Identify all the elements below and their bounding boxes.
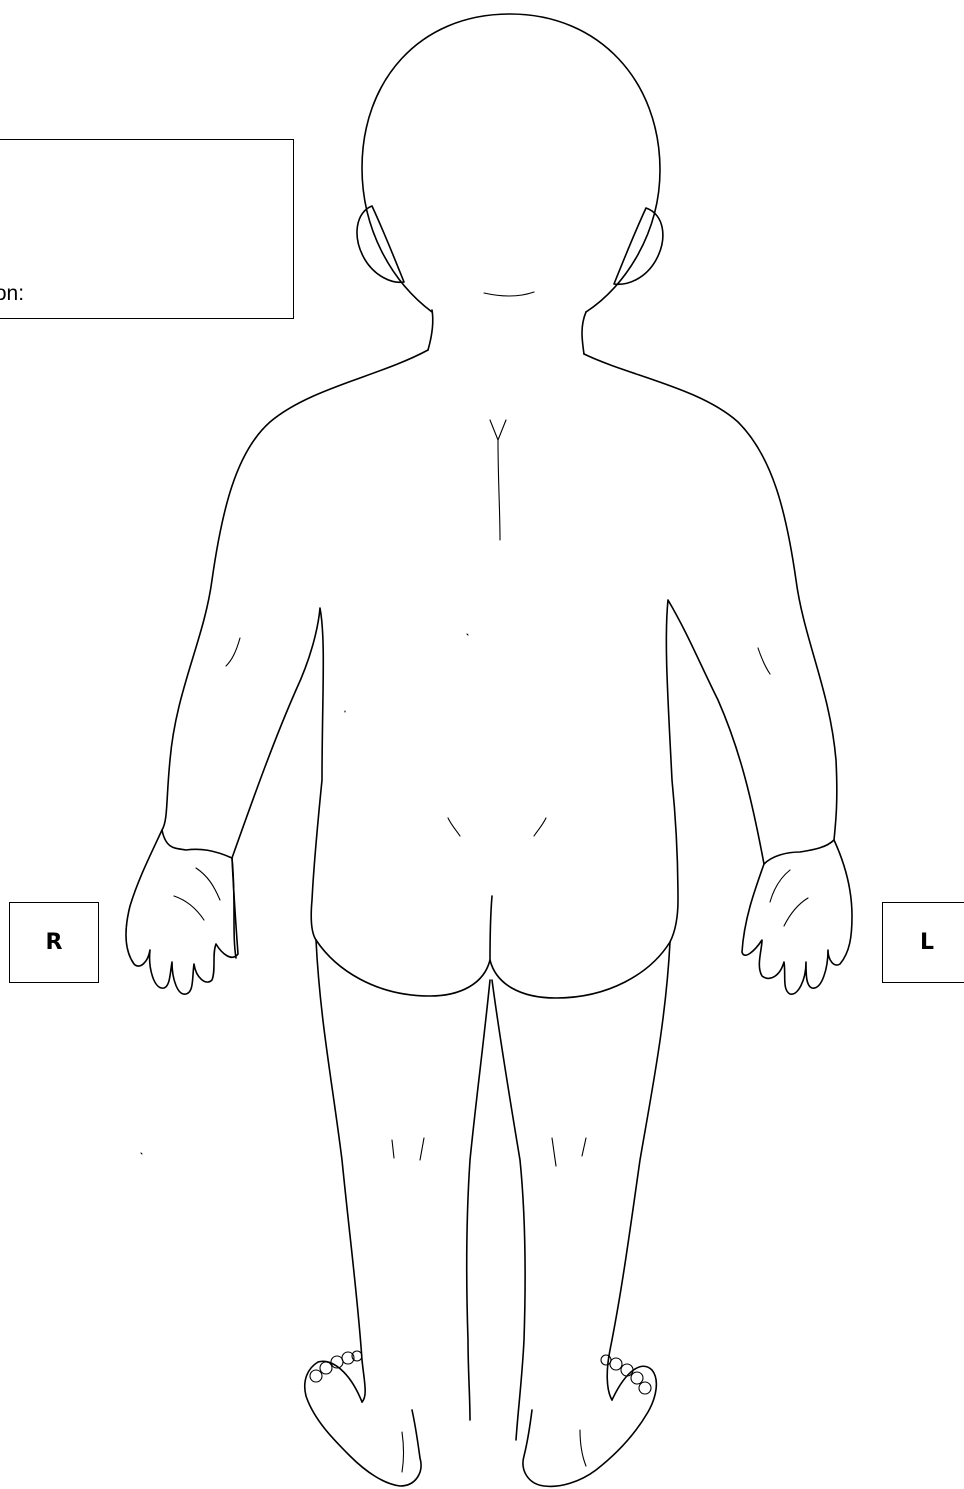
right-hand-palm-lines — [174, 868, 220, 920]
nape-line — [484, 292, 534, 296]
right-knee-crease-1 — [392, 1140, 394, 1158]
left-toe-3 — [621, 1364, 633, 1376]
left-toe-4 — [631, 1372, 643, 1384]
right-elbow-crease — [226, 638, 240, 666]
right-heel-line — [402, 1432, 404, 1472]
left-leg-outline — [607, 942, 670, 1400]
inner-right-leg — [467, 980, 490, 1420]
gluteal-cleft — [490, 896, 492, 960]
left-knee-crease-1 — [552, 1138, 556, 1166]
left-elbow-crease — [758, 648, 770, 674]
head-outline — [362, 14, 660, 312]
body-outline-right-side — [162, 350, 428, 958]
neck-left — [582, 312, 586, 354]
back-dimple-right — [448, 818, 460, 836]
right-knee-crease-2 — [420, 1138, 424, 1160]
right-toe-1 — [310, 1370, 322, 1382]
left-hand-palm-lines — [770, 870, 808, 926]
body-outline-left-side — [584, 354, 837, 942]
speck-3 — [141, 1153, 142, 1154]
right-toe-2 — [320, 1362, 332, 1374]
spine-line — [498, 440, 500, 540]
left-toe-5 — [639, 1382, 651, 1394]
speck-1 — [467, 634, 468, 635]
inner-left-leg — [492, 980, 525, 1440]
left-ear — [614, 208, 663, 284]
left-heel-line — [580, 1430, 586, 1466]
right-foot-outline — [305, 1361, 421, 1486]
back-dimple-left — [534, 818, 546, 836]
left-knee-crease-2 — [582, 1138, 586, 1156]
right-ear — [357, 206, 404, 282]
neck-right — [428, 310, 433, 350]
spine-top-v — [490, 420, 506, 440]
right-leg-outline — [316, 940, 365, 1402]
left-toe-2 — [610, 1358, 622, 1370]
left-hand-outline — [742, 840, 852, 994]
